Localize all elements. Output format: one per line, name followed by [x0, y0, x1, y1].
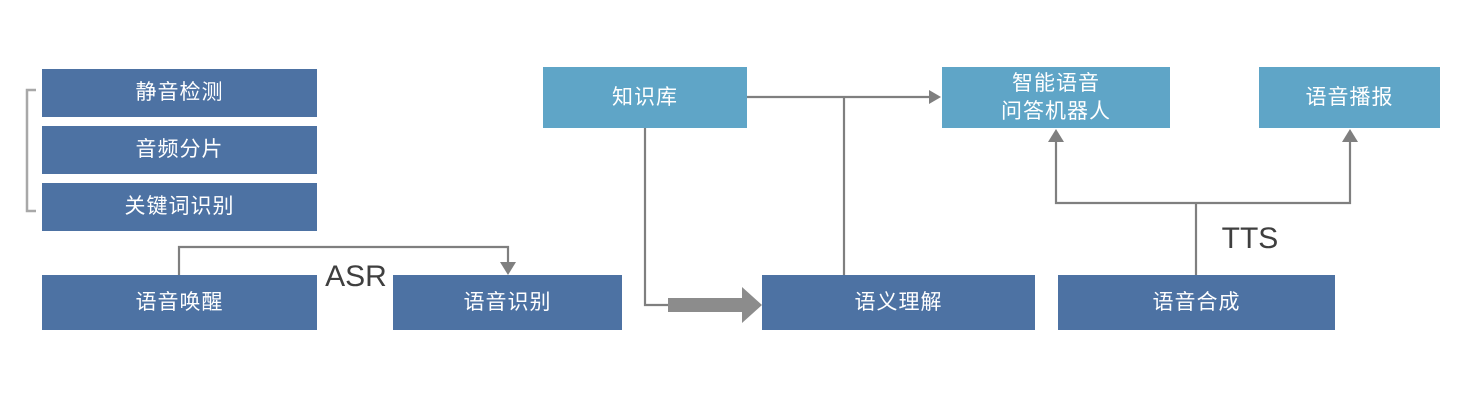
- asr-arrow-line: [177, 245, 510, 275]
- node-voice-broadcast-label: 语音播报: [1305, 85, 1394, 109]
- edge-label-tts: TTS: [1221, 222, 1279, 255]
- node-silence-detection: 静音检测: [42, 69, 317, 117]
- node-audio-slicing: 音频分片: [42, 126, 317, 174]
- node-voice-wakeup: 语音唤醒: [42, 275, 317, 330]
- node-speech-synthesis-label: 语音合成: [1152, 290, 1241, 314]
- tts-tree-line: [1054, 141, 1352, 275]
- kb-to-robot-arrowhead-icon: [929, 90, 941, 104]
- node-qa-robot-label: 智能语音 问答机器人: [1001, 72, 1111, 123]
- edge-label-asr: ASR: [325, 260, 387, 293]
- node-voice-broadcast: 语音播报: [1259, 67, 1440, 128]
- node-semantic-understanding-label: 语义理解: [854, 290, 943, 314]
- node-audio-slicing-label: 音频分片: [135, 138, 224, 162]
- asr-arrowhead-down-icon: [500, 262, 516, 275]
- node-keyword-recognition-label: 关键词识别: [124, 195, 235, 219]
- thick-arrow-to-semantic-icon: [668, 287, 762, 323]
- tts-arrowhead-up-broadcast-icon: [1342, 129, 1358, 142]
- node-speech-recognition: 语音识别: [393, 275, 622, 330]
- node-knowledge-base-label: 知识库: [612, 85, 678, 109]
- node-speech-recognition-label: 语音识别: [463, 290, 552, 314]
- node-semantic-understanding: 语义理解: [762, 275, 1035, 330]
- node-silence-detection-label: 静音检测: [135, 81, 224, 105]
- node-speech-synthesis: 语音合成: [1058, 275, 1335, 330]
- kb-drop-line: [643, 128, 669, 307]
- tts-arrowhead-up-robot-icon: [1048, 129, 1064, 142]
- node-knowledge-base: 知识库: [543, 67, 747, 128]
- node-voice-wakeup-label: 语音唤醒: [135, 290, 224, 314]
- node-keyword-recognition: 关键词识别: [42, 183, 317, 231]
- group-bracket: [25, 88, 36, 213]
- node-qa-robot: 智能语音 问答机器人: [942, 67, 1170, 128]
